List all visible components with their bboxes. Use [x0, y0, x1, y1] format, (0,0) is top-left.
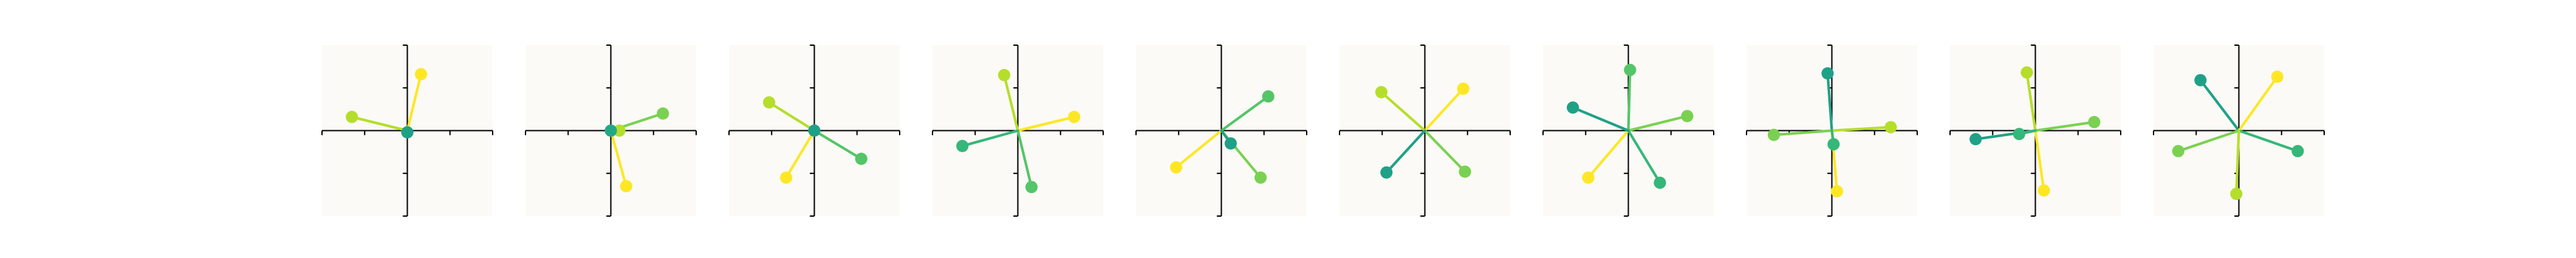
vector-point-4: [1380, 166, 1393, 179]
vector-point-1: [656, 107, 669, 120]
vector-point-4: [1767, 128, 1780, 141]
vector-point-2: [345, 110, 358, 123]
chart-panel-4: [932, 45, 1104, 217]
vector-line-1: [1826, 72, 1833, 132]
vector-line-3: [1423, 129, 1466, 174]
vector-line-1: [768, 101, 816, 132]
vector-point-4: [2172, 144, 2184, 157]
vector-line-4: [1627, 129, 1662, 184]
chart-panel-5: [1135, 45, 1307, 217]
chart-panel-9: [1949, 45, 2121, 217]
chart-panel-2: [525, 45, 697, 217]
chart-panel-1: [321, 45, 493, 217]
vector-line-2: [1627, 114, 1689, 132]
vector-point-1: [762, 96, 775, 109]
vector-point-5: [2012, 128, 2025, 141]
chart-panel-3: [728, 45, 900, 217]
vector-point-1: [1624, 63, 1636, 76]
vector-point-3: [1025, 181, 1038, 194]
vector-point-3: [401, 126, 413, 139]
chart-panel-8: [1746, 45, 1918, 217]
vector-line-3: [784, 129, 816, 179]
vector-point-2: [1068, 110, 1081, 123]
vector-point-2: [2271, 70, 2284, 83]
vector-line-1: [1379, 90, 1426, 132]
vector-line-2: [2237, 75, 2279, 132]
chart-panel-7: [1542, 45, 1714, 217]
vector-line-3: [2034, 129, 2045, 192]
vector-point-1: [1375, 86, 1388, 99]
chart-panel-10: [2153, 45, 2325, 217]
vector-point-3: [1830, 185, 1843, 198]
vector-point-2: [855, 152, 867, 165]
vector-point-5: [1566, 101, 1579, 114]
vector-point-3: [1459, 165, 1472, 178]
vector-line-2: [1830, 126, 1892, 132]
vector-point-3: [613, 124, 626, 137]
vector-line-4: [1385, 129, 1426, 174]
vector-point-1: [998, 68, 1010, 81]
vector-line-4: [961, 129, 1019, 148]
vector-point-2: [1884, 121, 1897, 134]
vector-line-4: [2177, 129, 2240, 153]
vector-point-4: [808, 124, 820, 137]
vector-line-2: [2034, 121, 2096, 132]
vector-line-1: [1003, 74, 1019, 132]
chart-panel-6: [1339, 45, 1511, 217]
vector-point-1: [1262, 90, 1274, 103]
vector-point-4: [1969, 133, 1982, 146]
vector-line-1: [406, 73, 422, 132]
vector-point-2: [620, 180, 632, 193]
panels: [321, 45, 2325, 217]
vector-line-1: [1627, 68, 1632, 132]
vector-line-5: [1571, 106, 1630, 132]
vector-line-3: [1587, 129, 1630, 179]
vector-point-2: [1457, 83, 1470, 95]
vector-line-1: [2199, 79, 2240, 132]
vector-line-2: [609, 129, 628, 188]
vector-point-1: [2194, 74, 2207, 86]
vector-line-2: [813, 129, 863, 161]
vector-point-4: [956, 139, 969, 152]
vector-line-4: [1772, 129, 1833, 137]
vector-line-2: [1423, 87, 1465, 132]
vector-point-4: [1654, 176, 1667, 189]
vector-point-2: [1170, 161, 1182, 174]
vector-line-5: [2235, 129, 2240, 195]
vector-point-2: [1681, 110, 1694, 123]
vector-point-4: [605, 124, 617, 137]
vector-point-3: [1582, 171, 1595, 184]
vector-point-4: [1224, 137, 1237, 150]
vector-point-3: [2038, 184, 2050, 197]
vector-line-2: [1175, 129, 1223, 169]
vector-point-3: [1254, 171, 1267, 184]
vector-line-3: [1016, 129, 1033, 188]
vector-point-3: [780, 171, 793, 184]
vector-line-1: [1220, 95, 1270, 132]
vector-point-3: [2291, 144, 2304, 157]
vector-point-5: [1827, 138, 1840, 151]
vector-line-2: [350, 115, 409, 132]
vector-point-1: [415, 68, 428, 81]
vector-line-2: [1016, 115, 1075, 132]
vector-point-1: [2020, 66, 2033, 79]
vector-point-2: [2088, 115, 2101, 128]
vector-line-1: [2025, 71, 2037, 132]
vector-point-5: [2230, 188, 2243, 201]
vector-line-3: [2237, 129, 2299, 153]
vector-point-1: [1821, 67, 1834, 80]
